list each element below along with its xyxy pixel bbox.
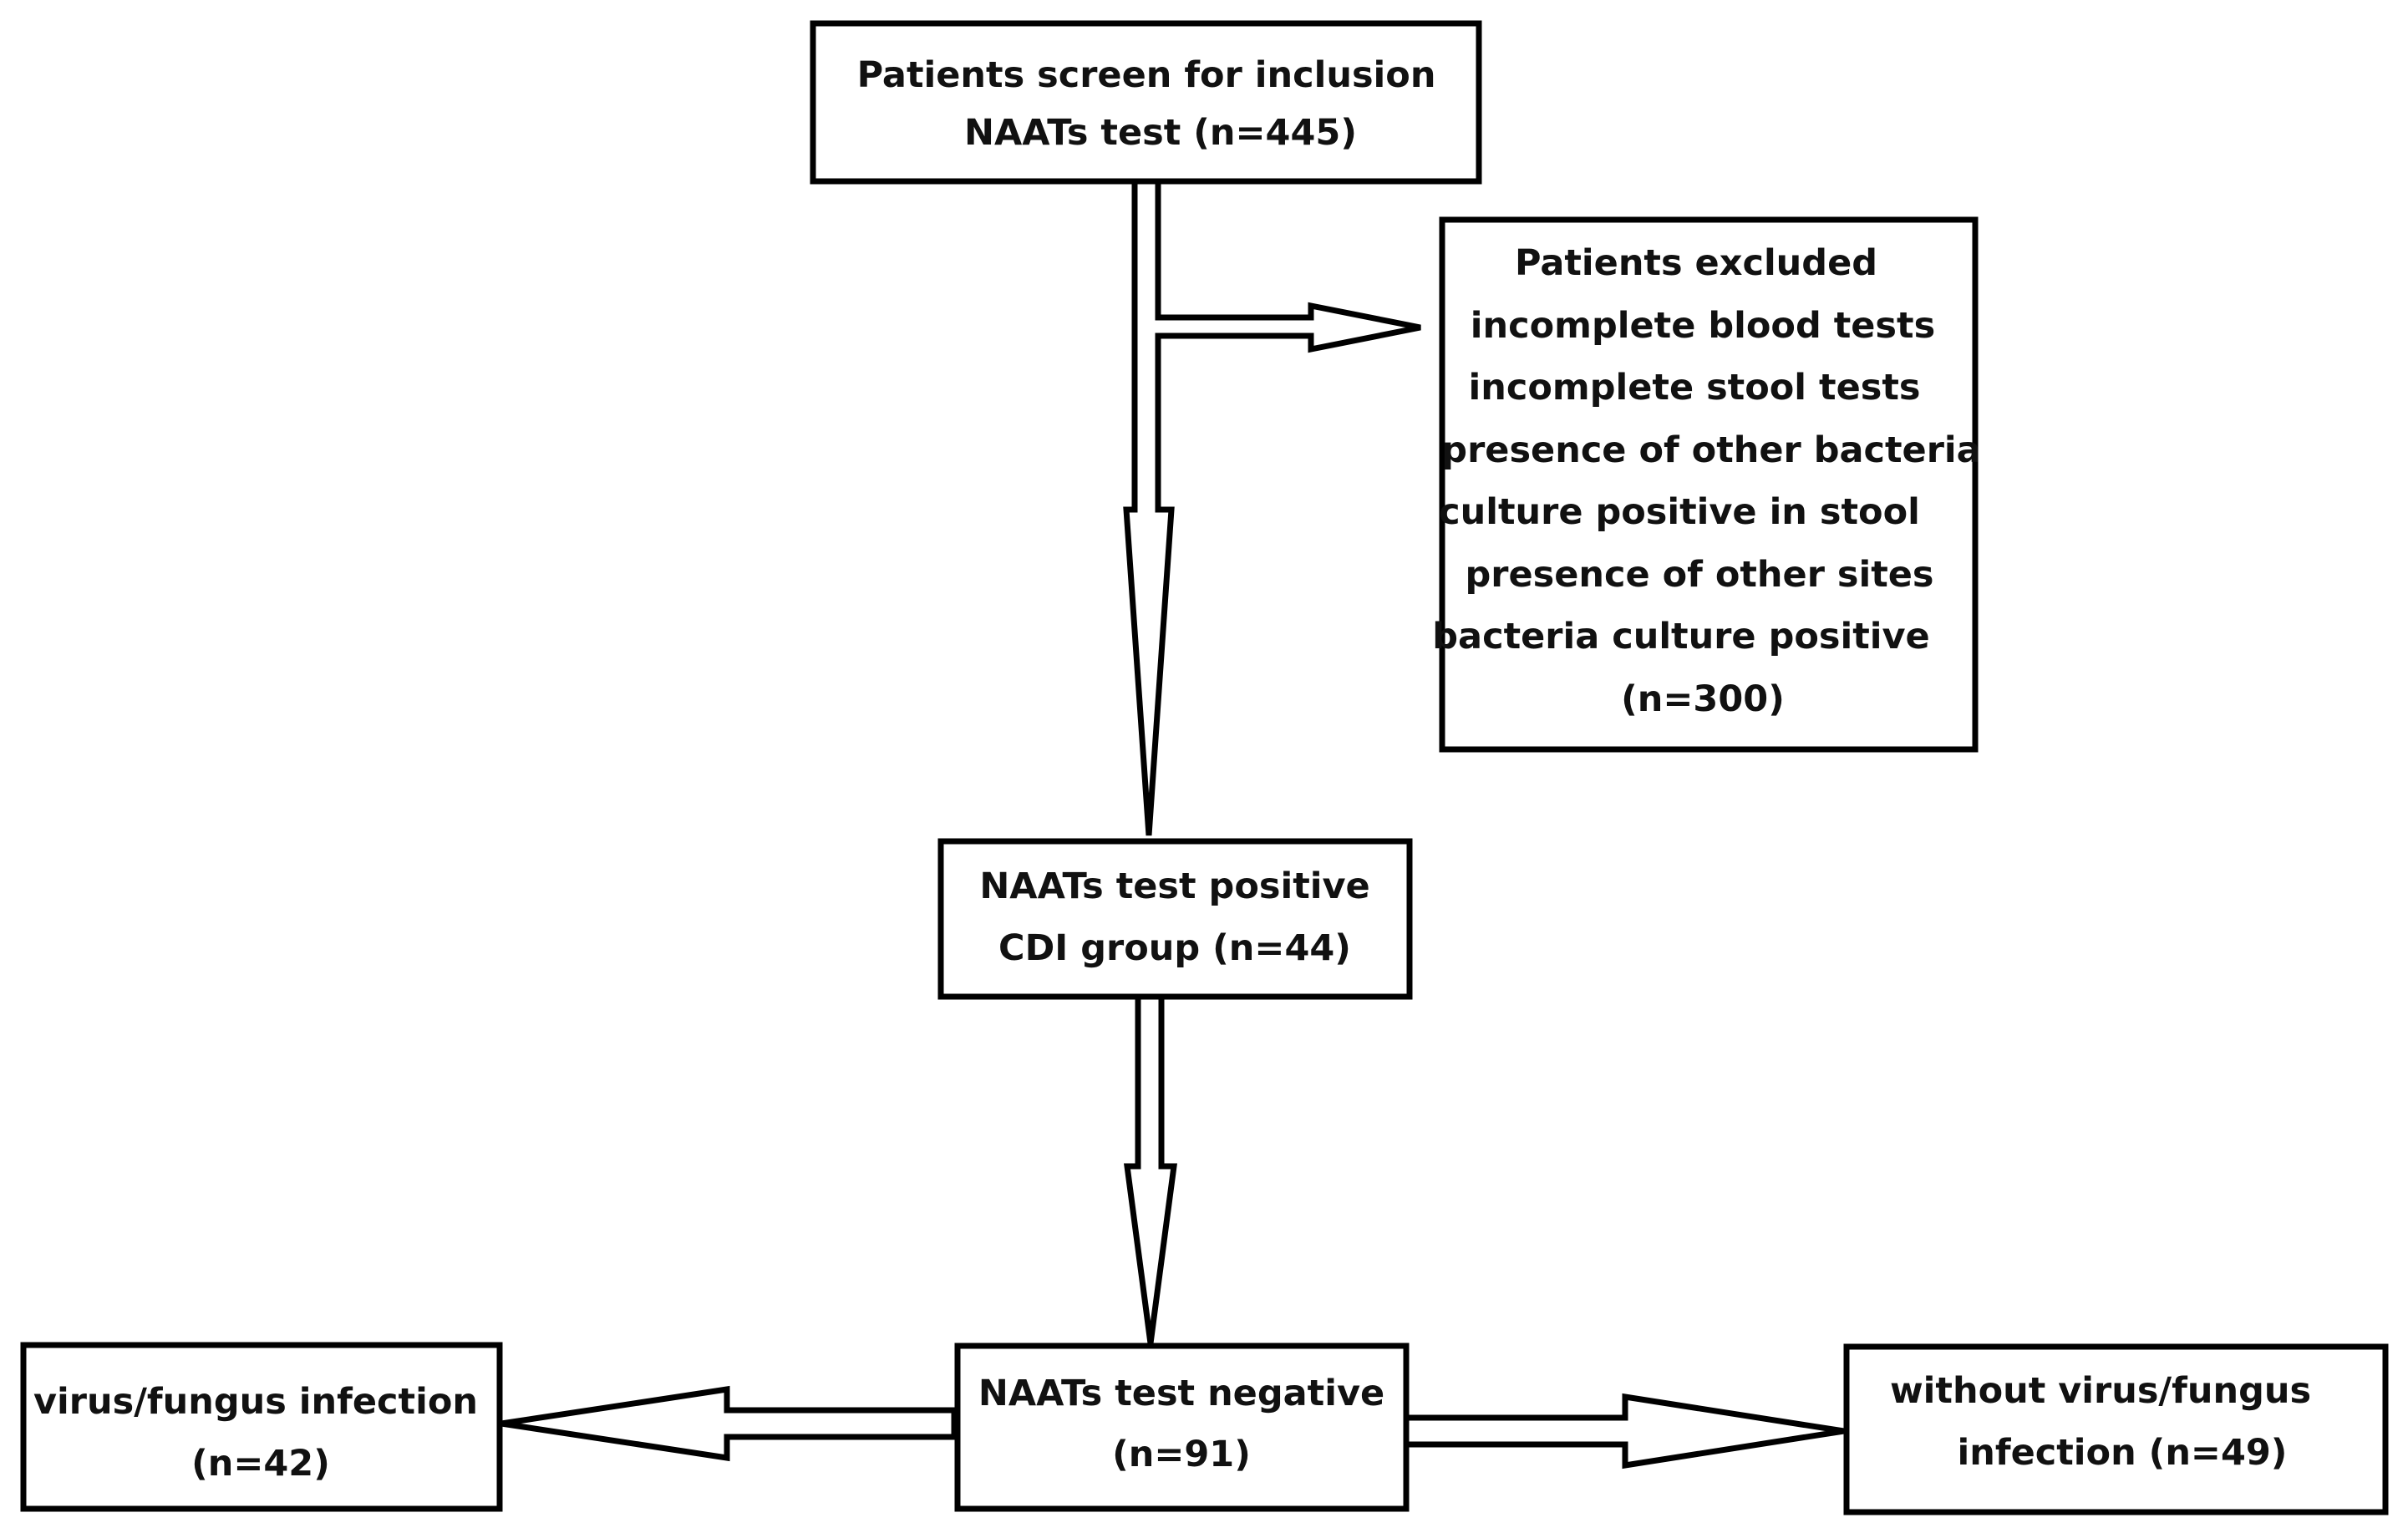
node-virus-box — [20, 1342, 503, 1512]
node-excluded-line-6: presence of other sites — [1465, 554, 1933, 596]
node-without-virus: without virus/fungus infection (n=49) — [1843, 1343, 2389, 1515]
node-virus-line-1: virus/fungus infection — [33, 1381, 478, 1423]
arrow-negative-to-virus — [500, 1385, 958, 1462]
node-screen: Patients screen for inclusion NAATs test… — [810, 20, 1482, 185]
node-excluded-line-5: culture positive in stool — [1439, 491, 1920, 533]
node-screen-box — [810, 20, 1482, 185]
node-positive-line-1: NAATs test positive — [979, 865, 1369, 907]
node-virus-line-2: (n=42) — [191, 1443, 330, 1485]
node-excluded-line-3: incomplete stool tests — [1469, 367, 1921, 409]
node-negative-box — [954, 1343, 1410, 1512]
node-excluded-line-1: Patients excluded — [1515, 242, 1877, 284]
node-excluded-line-8: (n=300) — [1621, 678, 1785, 720]
node-negative-line-2: (n=91) — [1112, 1434, 1251, 1475]
node-screen-line-1: Patients screen for inclusion — [857, 54, 1436, 96]
node-without-virus-box — [1843, 1343, 2389, 1515]
node-negative: NAATs test negative (n=91) — [954, 1343, 1410, 1512]
arrow-negative-to-without-virus — [1403, 1393, 1845, 1470]
node-positive: NAATs test positive CDI group (n=44) — [937, 838, 1413, 1000]
arrow-screen-to-positive — [1123, 178, 1421, 836]
node-excluded-box — [1439, 216, 1979, 753]
node-virus: virus/fungus infection (n=42) — [20, 1342, 503, 1512]
node-screen-line-2: NAATs test (n=445) — [964, 112, 1357, 154]
node-positive-line-2: CDI group (n=44) — [998, 927, 1351, 969]
node-excluded-line-2: incomplete blood tests — [1471, 305, 1935, 347]
arrow-positive-to-negative — [1124, 993, 1177, 1344]
node-excluded: Patients excluded incomplete blood tests… — [1432, 216, 1981, 753]
node-negative-line-1: NAATs test negative — [978, 1373, 1384, 1414]
node-excluded-line-7: bacteria culture positive — [1432, 616, 1929, 657]
node-without-virus-line-2: infection (n=49) — [1958, 1432, 2288, 1474]
node-excluded-line-4: presence of other bacteria — [1441, 429, 1980, 471]
node-without-virus-line-1: without virus/fungus — [1890, 1370, 2311, 1412]
node-positive-box — [937, 838, 1413, 1000]
